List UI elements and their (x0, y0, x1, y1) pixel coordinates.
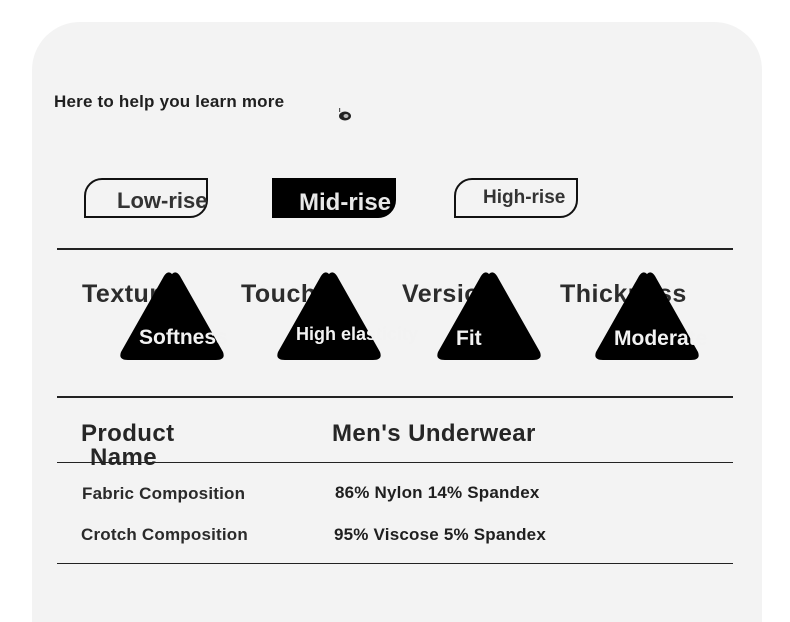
feature-value-thickness: Moderate (614, 327, 708, 350)
divider (57, 563, 733, 565)
rise-option-low-label: Low-rise (117, 188, 208, 213)
feature-value-version: Fit (456, 327, 482, 350)
triangle-icon (437, 272, 541, 360)
spec-value-crotch: 95% Viscose 5% Spandex (334, 525, 546, 544)
spec-label-fabric: Fabric Composition (82, 484, 246, 503)
rise-option-high-label: High-rise (483, 187, 566, 208)
triangle-icon (120, 272, 224, 360)
cursor-icon (339, 108, 351, 121)
spec-product-name-label-line2: Name (90, 444, 157, 471)
feature-title-touch: Touch (241, 280, 317, 308)
divider (57, 462, 733, 464)
triangle-icon (277, 272, 381, 360)
rise-option-high[interactable] (454, 178, 578, 218)
feature-value-texture: Softness (139, 326, 228, 349)
spec-product-name-value: Men's Underwear (332, 420, 536, 447)
spec-label-crotch: Crotch Composition (81, 525, 248, 544)
spec-product-name-label: Product (81, 420, 175, 447)
feature-value-touch: High elasticity (296, 324, 419, 344)
divider (57, 396, 733, 398)
triangle-icon (595, 272, 699, 360)
rise-option-mid-label: Mid-rise (299, 189, 392, 216)
intro-heading: Here to help you learn more (54, 92, 285, 111)
rise-option-low[interactable] (84, 178, 208, 218)
spec-value-fabric: 86% Nylon 14% Spandex (335, 483, 540, 502)
divider (57, 248, 733, 250)
rise-option-mid[interactable] (272, 178, 396, 218)
